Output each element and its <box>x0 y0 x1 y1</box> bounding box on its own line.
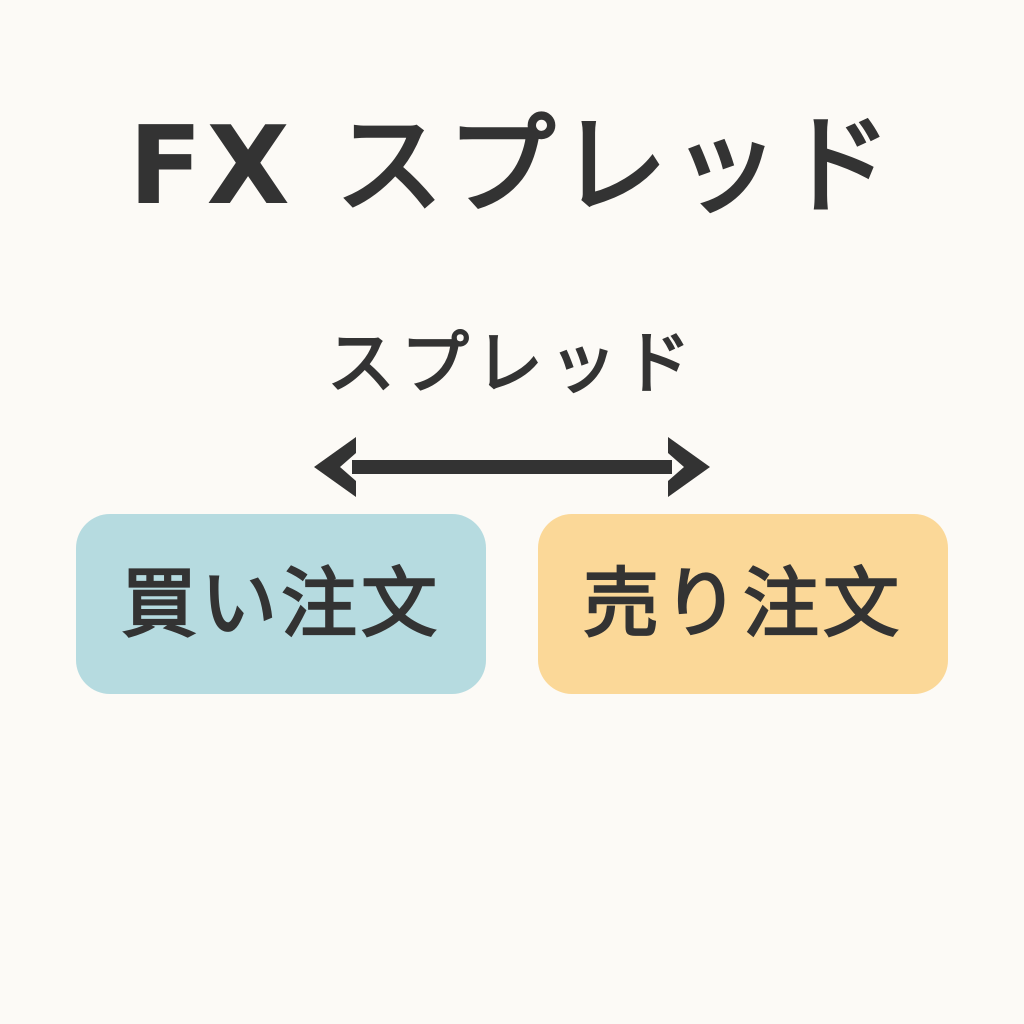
sell-order-box: 売り注文 <box>538 514 948 694</box>
buy-order-label: 買い注文 <box>121 559 441 648</box>
double-headed-arrow-icon <box>314 437 710 497</box>
page-title: FX スプレッド <box>128 104 896 229</box>
arrow-left-head <box>314 437 356 497</box>
buy-order-box: 買い注文 <box>76 514 486 694</box>
sell-order-label: 売り注文 <box>583 559 903 648</box>
arrow-right-head <box>668 437 710 497</box>
spread-label: スプレッド <box>326 325 697 404</box>
